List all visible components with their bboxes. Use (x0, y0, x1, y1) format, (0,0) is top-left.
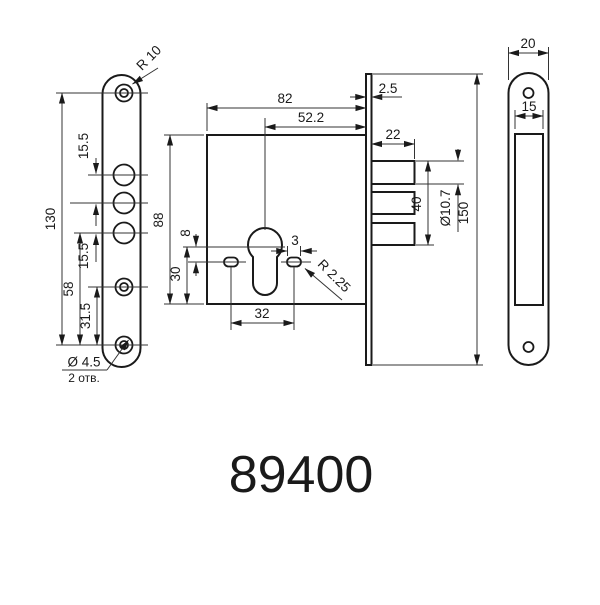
dim-backset: 52.2 (264, 110, 367, 131)
dim-8-text: 8 (178, 229, 193, 237)
dim-slot-end-radius: R 2.25 (304, 256, 354, 301)
back-plate-outline (507, 72, 550, 366)
dim-52.2-text: 52.2 (298, 110, 324, 125)
dim-32-text: 32 (254, 306, 269, 321)
faceplate-outline (101, 74, 142, 368)
dim-plate-width: 20 (508, 36, 549, 57)
dim-slot-spacing: 32 (230, 306, 295, 327)
faceplate-back-view: 20 15 (507, 36, 550, 366)
dim-130-text: 130 (43, 208, 58, 231)
dim-bolt-diameter: Ø10.7 (438, 149, 462, 232)
dim-15.5-top-text: 15.5 (76, 133, 91, 159)
dim-faceplate-thickness: 2.5 (350, 81, 402, 101)
dim-r2.25-text: R 2.25 (315, 256, 354, 295)
dim-bolt-spacing-top: 15.5 (76, 133, 100, 226)
dim-bolt-group-height: 40 (409, 160, 432, 246)
dim-88-text: 88 (151, 212, 166, 227)
dim-slot-width: 3 (271, 233, 317, 255)
dim-screw-hole-span: 130 (43, 92, 66, 346)
deadbolt-1 (370, 160, 416, 185)
dim-40-text: 40 (409, 196, 424, 211)
dim-58-text: 58 (61, 281, 76, 296)
dim-30-text: 30 (168, 266, 183, 281)
dim-lower-bolt-to-screw: 58 (61, 232, 84, 346)
dim-15.5-bottom-text: 15.5 (76, 243, 91, 269)
dim-r10-text: R 10 (133, 42, 164, 73)
deadbolt-2 (370, 191, 416, 215)
dim-150-text: 150 (456, 202, 471, 225)
lock-body-side-view: 82 52.2 2.5 22 88 30 (151, 73, 483, 366)
centerlines-left-view (56, 92, 148, 346)
dim-dia10.7-text: Ø10.7 (438, 190, 453, 227)
dim-82-text: 82 (277, 91, 292, 106)
dim-2.5-text: 2.5 (379, 81, 398, 96)
dim-body-length: 82 (206, 91, 367, 112)
dim-dia4.5-text: Ø 4.5 (67, 355, 100, 370)
dim-bolt-spacing-bottom: 15.5 (76, 234, 100, 269)
back-screw-hole-top (522, 87, 535, 99)
dim-15-text: 15 (521, 99, 536, 114)
model-number-title: 89400 (229, 446, 374, 504)
dim-3-text: 3 (291, 233, 299, 248)
dim-cylinder-to-slot: 8 (178, 229, 200, 276)
dim-end-radius: R 10 (132, 42, 164, 85)
back-plate-cutout (514, 133, 544, 306)
faceplate-edge (365, 73, 373, 366)
dim-cutout-width: 15 (514, 99, 544, 120)
dim-mid-hole-to-screw: 31.5 (78, 286, 101, 346)
dim-31.5-text: 31.5 (78, 303, 93, 329)
dim-faceplate-height: 150 (456, 73, 481, 366)
dim-body-height: 88 (151, 134, 174, 305)
hole-count-text: 2 отв. (68, 371, 100, 385)
back-screw-hole-bottom (522, 341, 535, 353)
faceplate-front-view: 130 58 31.5 15.5 15.5 R 10 (43, 42, 164, 385)
dim-20-text: 20 (520, 36, 535, 51)
dim-cylinder-to-bottom: 30 (168, 246, 191, 305)
cylinder-keyhole (247, 226, 283, 296)
dim-bolt-throw: 22 (371, 127, 415, 148)
dim-screw-hole-diameter: Ø 4.5 2 отв. (62, 339, 129, 385)
dim-22-text: 22 (385, 127, 400, 142)
deadbolt-3 (370, 222, 416, 246)
